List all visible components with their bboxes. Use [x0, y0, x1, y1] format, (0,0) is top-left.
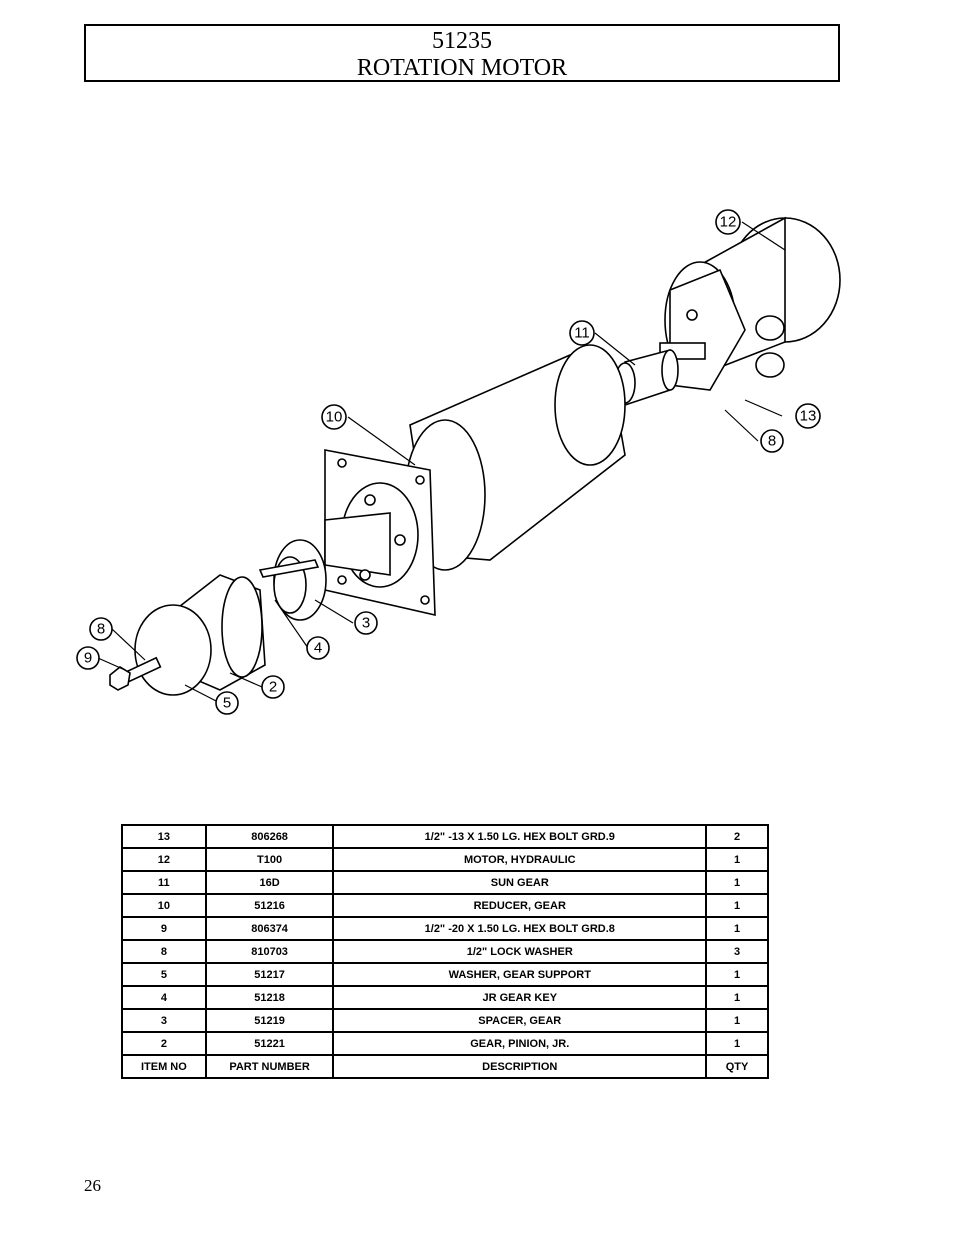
title-box: 51235 ROTATION MOTOR [84, 24, 840, 82]
table-cell: GEAR, PINION, JR. [332, 1031, 708, 1056]
callout-10: 10 [321, 404, 347, 430]
table-cell: 1 [705, 893, 769, 918]
table-cell: 806268 [204, 824, 335, 849]
gear-reducer [324, 344, 626, 617]
table-cell: 51217 [204, 962, 335, 987]
table-cell: ITEM NO [121, 1054, 207, 1079]
table-cell: JR GEAR KEY [332, 985, 708, 1010]
page-title: ROTATION MOTOR [356, 55, 568, 81]
hex-bolt [109, 656, 162, 691]
svg-text:5: 5 [223, 695, 231, 712]
table-cell: 1 [705, 916, 769, 941]
table-cell: 1 [705, 962, 769, 987]
table-cell: 10 [121, 893, 207, 918]
callout-9: 9 [76, 646, 100, 670]
svg-text:8: 8 [97, 621, 105, 638]
table-cell: 12 [121, 847, 207, 872]
table-cell: REDUCER, GEAR [332, 893, 708, 918]
table-cell: 1 [705, 847, 769, 872]
table-cell: QTY [705, 1054, 769, 1079]
callout-13: 13 [795, 403, 821, 429]
table-cell: PART NUMBER [204, 1054, 335, 1079]
table-cell: SUN GEAR [332, 870, 708, 895]
table-cell: WASHER, GEAR SUPPORT [332, 962, 708, 987]
callout-11: 11 [569, 320, 595, 346]
table-cell: 1 [705, 985, 769, 1010]
table-cell: 51216 [204, 893, 335, 918]
table-cell: 9 [121, 916, 207, 941]
callout-8-upper: 8 [760, 429, 784, 453]
table-cell: 5 [121, 962, 207, 987]
part-number-title: 51235 [432, 28, 492, 54]
callout-2: 2 [261, 675, 285, 699]
table-cell: 51218 [204, 985, 335, 1010]
exploded-diagram: 12 11 10 13 8 8 9 5 2 4 3 [76, 209, 841, 715]
svg-text:11: 11 [574, 325, 590, 342]
table-cell: T100 [204, 847, 335, 872]
table-cell: 806374 [204, 916, 335, 941]
table-cell: 1 [705, 1008, 769, 1033]
svg-text:10: 10 [326, 409, 343, 426]
svg-text:12: 12 [720, 214, 737, 231]
table-cell: 51221 [204, 1031, 335, 1056]
table-cell: 2 [121, 1031, 207, 1056]
table-cell: DESCRIPTION [332, 1054, 708, 1079]
svg-text:3: 3 [362, 615, 370, 632]
table-cell: 8 [121, 939, 207, 964]
table-cell: 3 [705, 939, 769, 964]
table-cell: 3 [121, 1008, 207, 1033]
page-number: 26 [84, 1176, 101, 1195]
callout-5: 5 [215, 691, 239, 715]
callout-3: 3 [354, 611, 378, 635]
table-cell: 1/2" -20 X 1.50 LG. HEX BOLT GRD.8 [332, 916, 708, 941]
svg-text:9: 9 [84, 650, 92, 667]
gear-spacer [273, 539, 327, 621]
hydraulic-motor [659, 216, 841, 391]
callout-12: 12 [715, 209, 741, 235]
table-cell: 1/2" -13 X 1.50 LG. HEX BOLT GRD.9 [332, 824, 708, 849]
table-cell: 4 [121, 985, 207, 1010]
table-cell: 2 [705, 824, 769, 849]
table-cell: 1/2" LOCK WASHER [332, 939, 708, 964]
table-cell: 1 [705, 870, 769, 895]
table-cell: 51219 [204, 1008, 335, 1033]
callout-4: 4 [306, 636, 330, 660]
table-cell: 16D [204, 870, 335, 895]
table-cell: 13 [121, 824, 207, 849]
gear-support-washer [134, 604, 212, 696]
svg-text:2: 2 [269, 679, 277, 696]
gear-key [258, 559, 320, 578]
svg-text:8: 8 [768, 433, 776, 450]
table-cell: 11 [121, 870, 207, 895]
table-cell: 810703 [204, 939, 335, 964]
svg-text:4: 4 [314, 640, 322, 657]
table-cell: MOTOR, HYDRAULIC [332, 847, 708, 872]
svg-text:13: 13 [800, 408, 817, 425]
table-cell: SPACER, GEAR [332, 1008, 708, 1033]
table-cell: 1 [705, 1031, 769, 1056]
callout-8-lower: 8 [89, 617, 113, 641]
